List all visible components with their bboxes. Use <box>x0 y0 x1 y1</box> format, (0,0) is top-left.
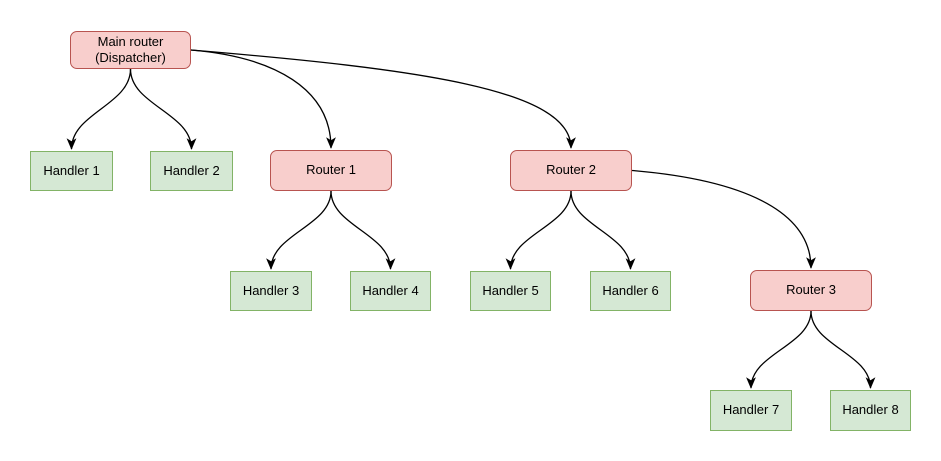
node-h1: Handler 1 <box>30 151 113 191</box>
edge-r3-to-h7 <box>746 310 812 389</box>
node-h2: Handler 2 <box>150 151 233 191</box>
node-h5: Handler 5 <box>470 271 551 311</box>
edge-r1-to-h4 <box>330 190 396 270</box>
edge-main-to-r1 <box>190 49 336 149</box>
node-r2: Router 2 <box>510 150 632 191</box>
node-h4: Handler 4 <box>350 271 431 311</box>
edge-main-to-h1 <box>66 68 132 150</box>
node-r1: Router 1 <box>270 150 392 191</box>
edge-main-to-r2 <box>190 49 576 149</box>
edge-r2-to-h5 <box>505 190 572 270</box>
node-h8: Handler 8 <box>830 390 911 431</box>
edge-r2-to-r3 <box>631 169 816 269</box>
edge-r1-to-h3 <box>266 190 332 270</box>
node-main: Main router (Dispatcher) <box>70 31 191 69</box>
node-h6: Handler 6 <box>590 271 671 311</box>
edge-r3-to-h8 <box>810 310 876 389</box>
edge-r2-to-h6 <box>570 190 636 270</box>
edge-main-to-h2 <box>129 68 197 150</box>
node-h7: Handler 7 <box>710 390 792 431</box>
node-r3: Router 3 <box>750 270 872 311</box>
node-h3: Handler 3 <box>230 271 312 311</box>
